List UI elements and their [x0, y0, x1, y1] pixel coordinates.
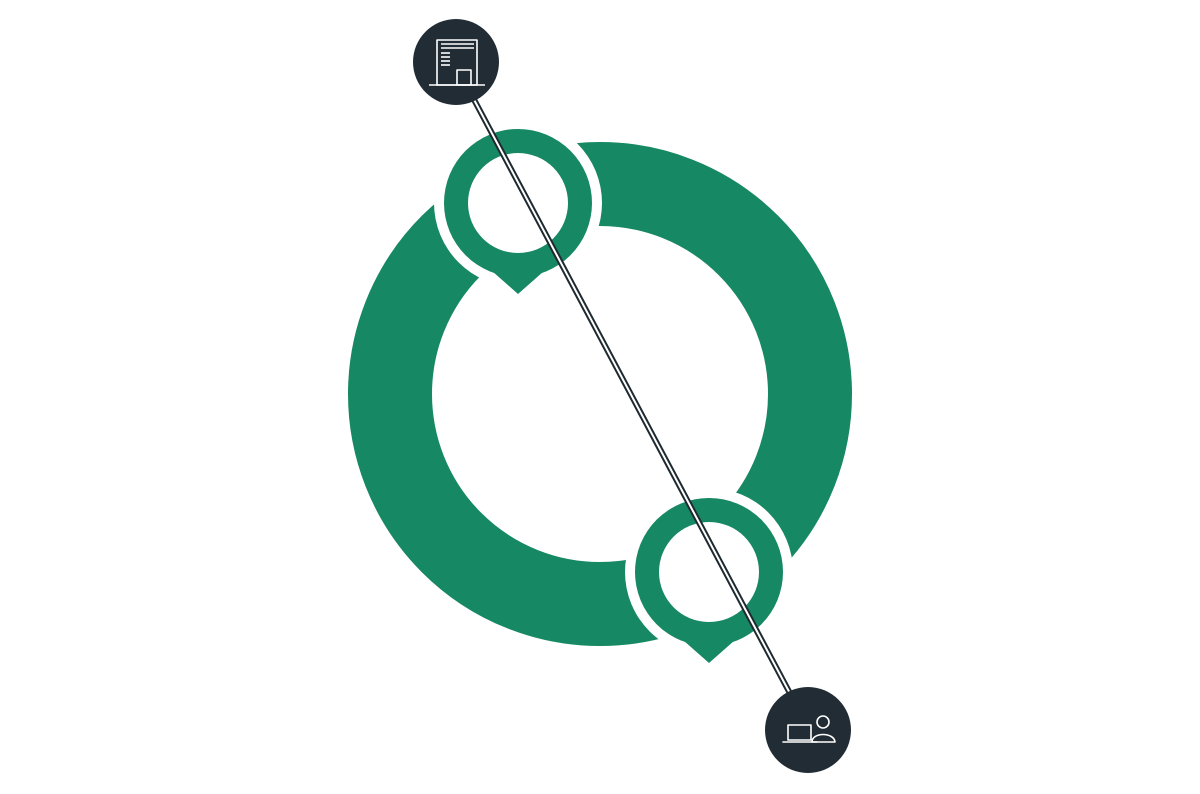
office-node — [413, 19, 499, 105]
main-ring — [348, 142, 852, 646]
remote-worker-node — [765, 687, 851, 773]
office-building-icon — [429, 39, 485, 86]
person-with-laptop-icon — [782, 715, 836, 743]
connector-line — [451, 59, 813, 734]
